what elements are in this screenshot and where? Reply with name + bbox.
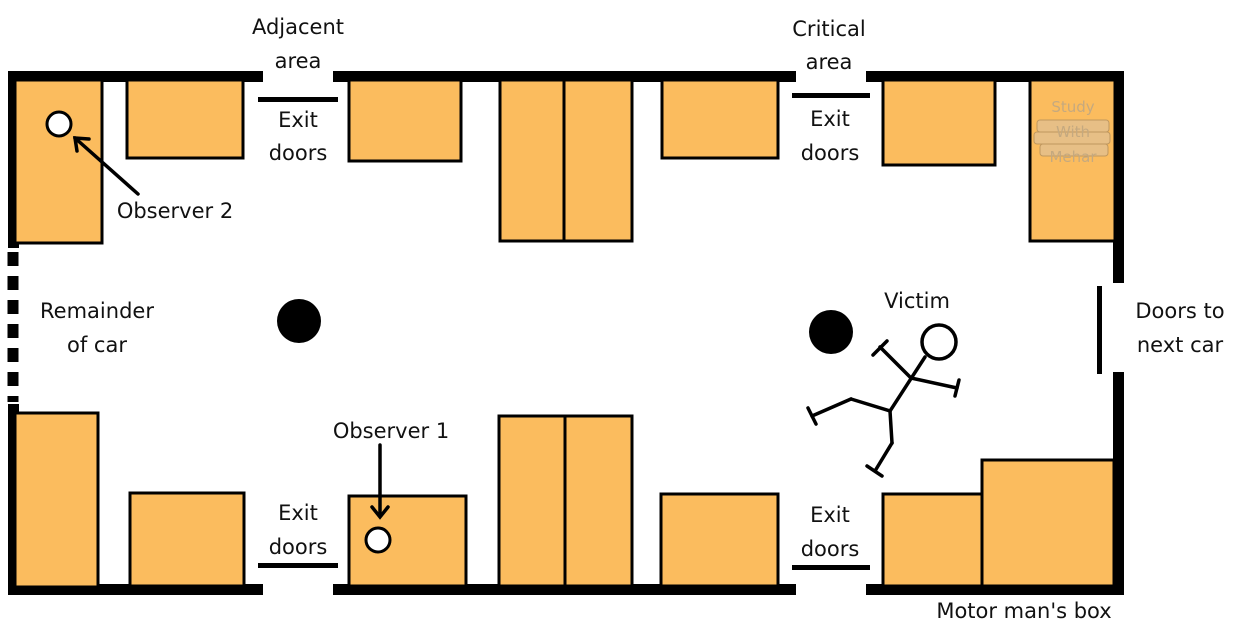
label-exit-doors-top-left-1: Exit [278, 108, 318, 132]
label-doors-to-next-car-1: Doors to [1135, 299, 1224, 323]
exit-door-top-left [258, 97, 338, 102]
exit-door-bottom-left [258, 563, 338, 568]
pole-left [277, 299, 321, 343]
right-wall-top [1113, 71, 1124, 283]
victim-figure [806, 323, 961, 478]
bottom-wall-left [8, 584, 263, 595]
top-wall-left [8, 71, 263, 82]
seat-bottom-center-right [563, 414, 634, 588]
victim-body [888, 355, 927, 413]
seat-top-center-right [562, 78, 634, 243]
label-observer-1: Observer 1 [333, 419, 449, 443]
seat-top-1 [125, 78, 245, 160]
seat-bottom-1 [128, 491, 246, 588]
seat-bottom-4 [881, 492, 984, 588]
seat-top-3 [660, 78, 780, 160]
books-logo-icon [1033, 119, 1111, 157]
victim-arm-2 [909, 376, 959, 390]
seat-top-left-corner [13, 78, 104, 245]
bottom-wall-right [866, 584, 1124, 595]
study-with-mehar-watermark: Study With Mehar [1033, 98, 1111, 166]
label-exit-doors-bottom-left-2: doors [269, 535, 328, 559]
label-remainder-of-car-1: Remainder [40, 299, 154, 323]
victim-head [920, 323, 958, 361]
seat-bottom-center-left [497, 414, 567, 588]
exit-door-bottom-right [792, 565, 870, 570]
label-remainder-of-car-2: of car [67, 333, 127, 357]
observer-1-arrow [370, 443, 390, 520]
seat-top-4 [881, 78, 997, 167]
labels: Adjacent area Critical area Exit doors E… [40, 15, 1225, 623]
seat-top-2 [347, 78, 463, 163]
seat-bottom-3 [659, 492, 780, 588]
seat-bottom-left-corner [13, 411, 100, 589]
exit-door-top-right [792, 93, 870, 98]
victim-leg-1 [849, 397, 892, 413]
label-exit-doors-top-left-2: doors [269, 141, 328, 165]
label-exit-doors-bottom-right-2: doors [801, 537, 860, 561]
seats [13, 78, 1117, 589]
seat-top-center-left [498, 78, 566, 243]
seat-top-right-corner [1028, 78, 1117, 243]
watermark-line-3: Mehar [1049, 148, 1097, 166]
watermark-line-1: Study [1051, 98, 1094, 116]
label-exit-doors-top-right-1: Exit [810, 107, 850, 131]
label-observer-2: Observer 2 [117, 199, 233, 223]
label-adjacent-area-2: area [275, 49, 322, 73]
observer-2-arrow [72, 136, 140, 196]
top-wall-middle [333, 71, 796, 82]
pole-right [809, 310, 853, 354]
top-wall-right [866, 71, 1124, 82]
label-doors-to-next-car-2: next car [1137, 333, 1224, 357]
observer-2-marker [45, 110, 73, 138]
label-adjacent-area-1: Adjacent [252, 15, 344, 39]
bottom-wall-middle [333, 584, 796, 595]
right-wall-bottom [1113, 372, 1124, 595]
label-exit-doors-top-right-2: doors [801, 141, 860, 165]
label-exit-doors-bottom-right-1: Exit [810, 503, 850, 527]
label-critical-area-1: Critical [792, 17, 865, 41]
observer-1-marker [364, 526, 392, 554]
exit-door-lines [258, 93, 870, 570]
seat-bottom-motor-box [980, 458, 1116, 588]
label-victim: Victim [884, 289, 950, 313]
label-exit-doors-bottom-left-1: Exit [278, 501, 318, 525]
label-critical-area-2: area [806, 50, 853, 74]
victim-arm-1 [878, 345, 913, 380]
next-car-door [1097, 286, 1102, 374]
victim-leg-2 [888, 409, 894, 445]
watermark-line-2: With [1056, 123, 1090, 141]
label-motor-mans-box: Motor man's box [936, 599, 1111, 623]
